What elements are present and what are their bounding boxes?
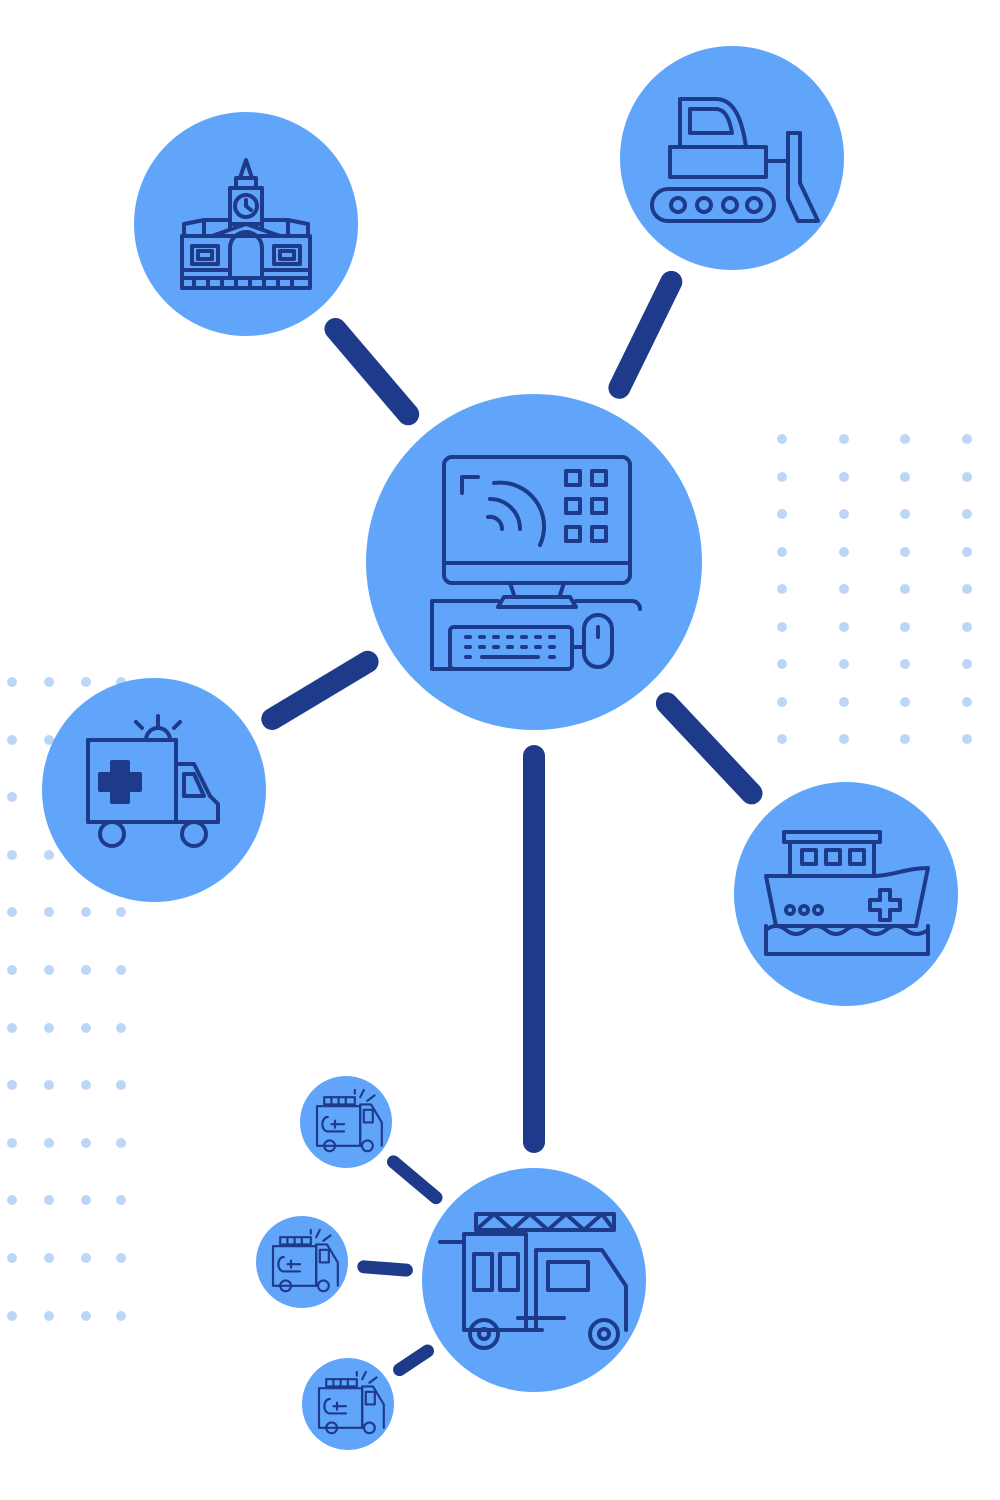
decorative-dot bbox=[962, 659, 972, 669]
decorative-dot bbox=[116, 1253, 126, 1263]
bulldozer-node bbox=[620, 46, 844, 270]
decorative-dot bbox=[7, 792, 17, 802]
decorative-dot bbox=[7, 1311, 17, 1321]
decorative-dot bbox=[81, 1253, 91, 1263]
decorative-dot bbox=[116, 1138, 126, 1148]
computer-dispatch-icon bbox=[430, 455, 642, 671]
decorative-dot bbox=[777, 509, 787, 519]
edge-fire-truck-fire-truck-small-1 bbox=[387, 1155, 443, 1205]
decorative-dot bbox=[900, 472, 910, 482]
decorative-dot bbox=[962, 547, 972, 557]
decorative-dot bbox=[81, 1311, 91, 1321]
computer-node bbox=[366, 394, 702, 730]
connection-lines bbox=[261, 270, 763, 1377]
decorative-dot bbox=[900, 659, 910, 669]
decorative-dot bbox=[116, 1023, 126, 1033]
decorative-dot bbox=[7, 1023, 17, 1033]
decorative-dot bbox=[839, 659, 849, 669]
decorative-dot bbox=[116, 907, 126, 917]
edge-fire-truck-fire-truck-small-2 bbox=[357, 1260, 413, 1277]
decorative-dot bbox=[44, 735, 54, 745]
decorative-dot bbox=[7, 1195, 17, 1205]
decorative-dot bbox=[116, 1311, 126, 1321]
decorative-dot bbox=[839, 547, 849, 557]
decorative-dot bbox=[44, 1195, 54, 1205]
decorative-dot bbox=[7, 965, 17, 975]
bulldozer-icon bbox=[650, 97, 820, 223]
edge-computer-city-hall bbox=[324, 318, 420, 426]
decorative-dot bbox=[900, 547, 910, 557]
decorative-dot bbox=[81, 1138, 91, 1148]
decorative-dot bbox=[839, 584, 849, 594]
decorative-dot bbox=[81, 965, 91, 975]
decorative-dot bbox=[777, 434, 787, 444]
edge-computer-bulldozer bbox=[608, 270, 683, 399]
decorative-dot bbox=[962, 509, 972, 519]
decorative-dot bbox=[44, 850, 54, 860]
decorative-dot bbox=[81, 677, 91, 687]
decorative-dot bbox=[116, 965, 126, 975]
decorative-dot bbox=[81, 1195, 91, 1205]
decorative-dot bbox=[839, 472, 849, 482]
decorative-dot bbox=[7, 850, 17, 860]
fire-truck-small-node bbox=[302, 1358, 394, 1450]
decorative-dot bbox=[44, 965, 54, 975]
decorative-dot bbox=[44, 907, 54, 917]
decorative-dot bbox=[7, 1080, 17, 1090]
decorative-dot bbox=[839, 434, 849, 444]
decorative-dot bbox=[44, 1311, 54, 1321]
edge-computer-rescue-boat bbox=[655, 692, 763, 805]
decorative-dot bbox=[900, 622, 910, 632]
decorative-dot bbox=[44, 1023, 54, 1033]
decorative-dot bbox=[81, 1023, 91, 1033]
ambulance-icon bbox=[86, 714, 220, 848]
decorative-dot bbox=[81, 907, 91, 917]
decorative-dot bbox=[7, 907, 17, 917]
decorative-dot bbox=[900, 697, 910, 707]
decorative-dot bbox=[962, 584, 972, 594]
decorative-dot bbox=[777, 547, 787, 557]
decorative-dot bbox=[777, 622, 787, 632]
ambulance-node bbox=[42, 678, 266, 902]
fire-truck-node bbox=[422, 1168, 646, 1392]
decorative-dot bbox=[777, 697, 787, 707]
decorative-dot bbox=[44, 677, 54, 687]
decorative-dot bbox=[962, 734, 972, 744]
decorative-dot bbox=[962, 434, 972, 444]
decorative-dot bbox=[900, 584, 910, 594]
decorative-dot bbox=[81, 1080, 91, 1090]
decorative-dot bbox=[777, 659, 787, 669]
decorative-dot bbox=[962, 697, 972, 707]
city-hall-node bbox=[134, 112, 358, 336]
decorative-dot bbox=[777, 472, 787, 482]
edge-fire-truck-fire-truck-small-3 bbox=[393, 1344, 434, 1377]
decorative-dot bbox=[962, 622, 972, 632]
rescue-boat-node bbox=[734, 782, 958, 1006]
decorative-dot bbox=[777, 734, 787, 744]
decorative-dot bbox=[839, 509, 849, 519]
fire-truck-small-node bbox=[256, 1216, 348, 1308]
decorative-dot bbox=[777, 584, 787, 594]
decorative-dot bbox=[900, 509, 910, 519]
decorative-dot bbox=[900, 734, 910, 744]
rescue-boat-icon bbox=[764, 830, 930, 956]
decorative-dot bbox=[44, 1080, 54, 1090]
decorative-dot bbox=[44, 1253, 54, 1263]
edge-computer-ambulance bbox=[261, 650, 379, 730]
decorative-dot bbox=[7, 1253, 17, 1263]
decorative-dot bbox=[839, 697, 849, 707]
fire-truck-small-node bbox=[300, 1076, 392, 1168]
decorative-dot bbox=[116, 1080, 126, 1090]
city-hall-icon bbox=[180, 158, 312, 290]
decorative-dot bbox=[7, 1138, 17, 1148]
decorative-dot bbox=[7, 735, 17, 745]
decorative-dot bbox=[116, 1195, 126, 1205]
decorative-dot bbox=[839, 734, 849, 744]
decorative-dot bbox=[962, 472, 972, 482]
decorative-dot bbox=[900, 434, 910, 444]
decorative-dot bbox=[44, 1138, 54, 1148]
decorative-dot bbox=[7, 677, 17, 687]
decorative-dot bbox=[839, 622, 849, 632]
